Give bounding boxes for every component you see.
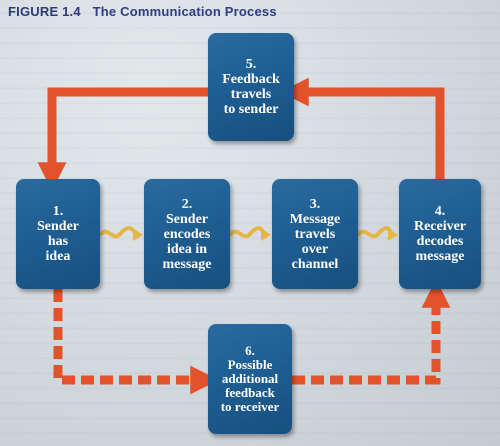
step-1-sender-has-idea: 1. Sender has idea	[16, 179, 100, 289]
step-3-message-travels: 3. Message travels over channel	[272, 179, 358, 289]
dashed-arrow-6-to-4	[292, 278, 451, 385]
figure-caption: FIGURE 1.4 The Communication Process	[8, 4, 277, 19]
step-5-feedback-to-sender: 5. Feedback travels to sender	[208, 33, 294, 141]
figure-number: FIGURE 1.4	[8, 4, 81, 19]
feedback-arrow-4-to-5	[279, 77, 445, 179]
figure-title: The Communication Process	[92, 4, 277, 19]
step-2-sender-encodes: 2. Sender encodes idea in message	[144, 179, 230, 289]
step-4-receiver-decodes: 4. Receiver decodes message	[399, 179, 481, 289]
channel-arrow-2-to-3	[229, 226, 271, 241]
step-label: Message travels over channel	[289, 211, 341, 272]
step-number: 4.	[434, 204, 446, 219]
step-6-additional-feedback: 6. Possible additional feedback to recei…	[208, 324, 292, 434]
channel-arrow-1-to-2	[99, 226, 143, 241]
step-label: Sender encodes idea in message	[162, 211, 212, 272]
step-number: 5.	[245, 57, 257, 72]
step-label: Receiver decodes message	[413, 219, 467, 264]
dashed-arrow-1-to-6	[53, 289, 220, 395]
step-label: Feedback travels to sender	[222, 72, 280, 117]
step-label: Sender has idea	[37, 219, 79, 264]
step-number: 1.	[52, 204, 64, 219]
channel-arrow-3-to-4	[357, 226, 398, 241]
step-label: Possible additional feedback to receiver	[220, 357, 280, 414]
step-number: 6.	[245, 343, 255, 358]
feedback-arrow-5-to-1	[37, 87, 208, 192]
step-number: 3.	[309, 196, 321, 212]
step-number: 2.	[181, 196, 193, 212]
